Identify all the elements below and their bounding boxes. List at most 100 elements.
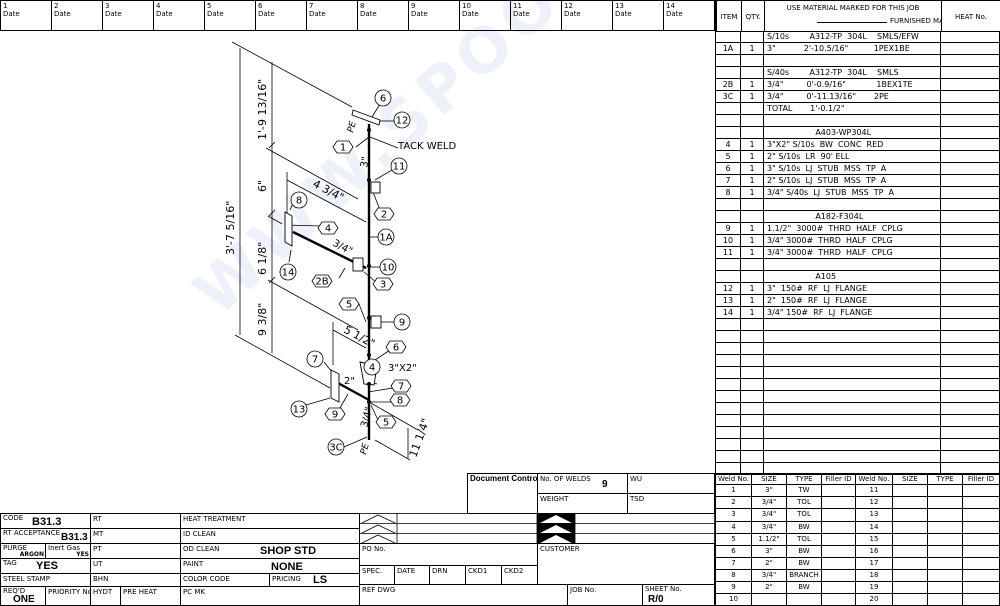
balloon-hexagon-2: 2 [373, 207, 395, 221]
tag-label: TAG [3, 559, 17, 567]
description-cell: S/40s A312-TP 304L SMLS [764, 67, 941, 79]
heat-cell [941, 355, 1000, 367]
weld-cell: 3" [752, 545, 787, 558]
heat-cell [941, 127, 1000, 139]
wu-field: WU [627, 473, 715, 494]
balloon-circle-6: 6 [374, 89, 392, 107]
material-row: S/10s A312-TP 304L SMLS/EFW [715, 31, 1000, 43]
chevron-icon [540, 515, 572, 523]
description-cell: 3/4" 0'-11.13/16" 2PE [764, 91, 941, 103]
description-cell [764, 343, 941, 355]
chevron-icon [540, 525, 572, 533]
weld-cell [822, 497, 856, 510]
weld-cell [928, 594, 963, 606]
reqd-label: REQ'D [3, 587, 26, 595]
material-row [715, 319, 1000, 331]
weld-cell: 8 [715, 569, 752, 583]
mt-field: MT [90, 528, 181, 544]
weld-cell [822, 533, 856, 546]
heat-cell [941, 343, 1000, 355]
sheet-no-label: SHEET No. [645, 585, 682, 593]
item-cell: 6 [715, 163, 741, 175]
weld-cell: 4 [715, 521, 752, 534]
weld-cell: Filler ID [963, 473, 1000, 486]
item-cell [715, 127, 741, 139]
weld-cell: 9 [715, 582, 752, 595]
qty-cell [741, 343, 764, 355]
weld-cell [893, 485, 928, 498]
pc-mk-field: PC MK [180, 586, 360, 606]
weld-cell [928, 582, 963, 595]
description-cell [764, 115, 941, 127]
revision-number: 7 [309, 2, 314, 10]
balloon-text: 12 [396, 116, 409, 127]
pe-top-label: PE [346, 120, 359, 134]
inert-gas-label: Inert Gas [48, 544, 81, 552]
reqd-value: ONE [13, 594, 35, 605]
item-cell [715, 319, 741, 331]
qty-cell [741, 391, 764, 403]
description-cell [764, 451, 941, 463]
description-cell: A403-WP304L [764, 127, 941, 139]
weld-cell: 6 [715, 545, 752, 558]
weld-cell [822, 521, 856, 534]
qty-cell: 1 [741, 43, 764, 55]
weld-cell: Weld No. [856, 473, 893, 486]
description-cell: 3"X2" S/10s BW CONC RED [764, 139, 941, 151]
priority-field: PRIORITY No [45, 586, 91, 606]
dim-d2: 6" [256, 180, 269, 192]
no-of-welds-field: No. OF WELDS [537, 473, 628, 494]
ref-dwg-field: REF DWG [359, 584, 568, 606]
heat-cell [941, 67, 1000, 79]
weld-cell: TYPE [928, 473, 963, 486]
heat-cell [941, 427, 1000, 439]
balloon-text: 8 [296, 196, 302, 207]
header-qty: QTY. [741, 0, 765, 32]
heat-cell [941, 115, 1000, 127]
description-cell: 3/4" 150# RF LJ FLANGE [764, 307, 941, 319]
heat-cell [941, 103, 1000, 115]
description-cell: 1.1/2" 3000# THRD HALF CPLG [764, 223, 941, 235]
weld-cell [893, 557, 928, 570]
item-cell [715, 199, 741, 211]
heat-cell [941, 283, 1000, 295]
weld-cell: Filler ID [822, 473, 856, 486]
flange-13 [330, 369, 340, 403]
rt-field: RT [90, 513, 181, 529]
heat-cell [941, 307, 1000, 319]
balloon-circle-13: 13 [290, 400, 308, 418]
qty-cell [741, 103, 764, 115]
heat-treatment-field: HEAT TREATMENT [180, 513, 360, 529]
item-cell [715, 463, 741, 475]
size-3-label: 3" [359, 156, 372, 169]
item-cell: 5 [715, 151, 741, 163]
weld-cell: SIZE [893, 473, 928, 486]
weld-cell: BW [787, 582, 822, 595]
balloon-hexagon-5: 5 [375, 415, 397, 429]
balloon-hexagon-2B: 2B [311, 274, 333, 288]
description-cell: A105 [764, 271, 941, 283]
balloon-text: 4 [369, 363, 375, 374]
branch-pipe-2in [337, 381, 370, 402]
description-cell [764, 199, 941, 211]
revision-date-label: Date [513, 10, 530, 18]
coupling-11 [370, 181, 381, 194]
qty-cell: 1 [741, 79, 764, 91]
material-row [715, 355, 1000, 367]
description-cell: A182-F304L [764, 211, 941, 223]
weld-cell [963, 521, 1000, 534]
qty-cell: 1 [741, 247, 764, 259]
heat-cell [941, 91, 1000, 103]
ckd2-field: CKD2 [501, 565, 538, 585]
balloon-hexagon-9: 9 [324, 407, 346, 421]
extension-line [231, 41, 353, 108]
dimension-line-elbow [332, 329, 367, 349]
